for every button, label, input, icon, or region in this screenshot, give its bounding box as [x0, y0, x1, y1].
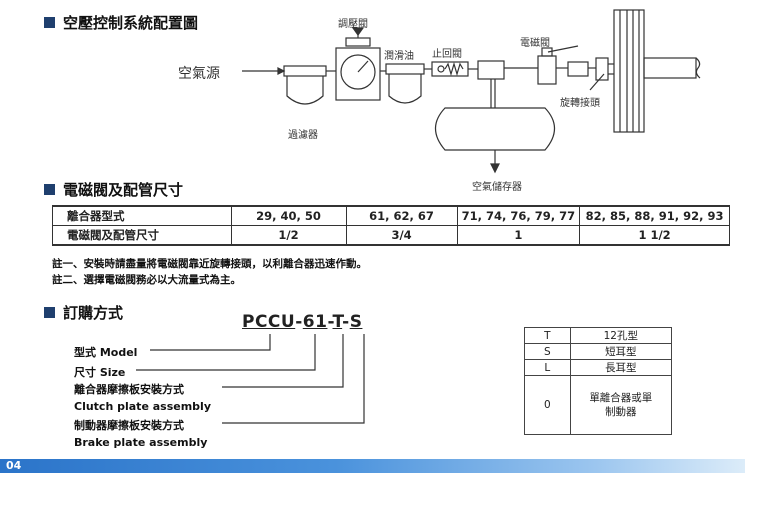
lubricator-label: 潤滑油	[384, 51, 414, 62]
order-label-size: 尺寸 Size	[74, 366, 126, 379]
order-label-brake-en: Brake plate assembly	[74, 436, 208, 449]
table-cell: 長耳型	[569, 359, 673, 376]
table-cell: 1/2	[230, 225, 347, 246]
section-title-order-text: 訂購方式	[63, 304, 124, 322]
regulator-pointer	[351, 27, 365, 37]
regulator-label: 調壓閥	[338, 19, 368, 30]
code-part-clutch: T	[332, 312, 343, 332]
pneumatic-system-diagram	[242, 9, 701, 174]
table-cell: 82, 85, 88, 91, 92, 93	[579, 205, 730, 226]
table-row: 離合器型式 29, 40, 50 61, 62, 67 71, 74, 76, …	[52, 205, 730, 226]
table-cell: 71, 74, 76, 79, 77	[456, 205, 581, 226]
table-row: T 12孔型	[524, 327, 673, 344]
table-cell: 1 1/2	[579, 225, 730, 246]
valve-spec-table: 離合器型式 29, 40, 50 61, 62, 67 71, 74, 76, …	[52, 205, 730, 246]
order-label-clutch-en: Clutch plate assembly	[74, 400, 211, 413]
order-label-clutch-zh: 離合器摩擦板安裝方式	[74, 383, 184, 396]
table-cell: 電磁閥及配管尺寸	[52, 225, 232, 246]
pressure-gauge	[340, 54, 376, 90]
note-2: 註二、選擇電磁閥務必以大流量式為主。	[52, 274, 241, 286]
air-tank	[434, 107, 556, 151]
order-label-model: 型式 Model	[74, 346, 138, 359]
drain-arrowhead	[490, 163, 500, 174]
table-cell: 0	[524, 375, 571, 435]
code-separator: -	[327, 312, 333, 332]
table-row: 電磁閥及配管尺寸 1/2 3/4 1 1 1/2	[52, 225, 730, 246]
order-code: PCCU-61-T-S	[242, 312, 362, 332]
table-cell: 61, 62, 67	[345, 205, 458, 226]
regulator-body	[335, 47, 381, 101]
filter-label: 過濾器	[288, 130, 318, 141]
filter-bowl	[286, 76, 324, 105]
solenoid-valve-label: 電磁閥	[520, 38, 550, 49]
table-row: S 短耳型	[524, 343, 673, 360]
section-title-order: 訂購方式	[44, 302, 123, 323]
air-source-label: 空氣源	[178, 66, 220, 82]
bullet-square-icon	[44, 184, 55, 195]
order-label-brake-zh: 制動器摩擦板安裝方式	[74, 419, 184, 432]
option-table: T 12孔型 S 短耳型 L 長耳型 0 單離合器或單制動器	[524, 327, 673, 435]
shaft	[643, 57, 697, 79]
table-row: 0 單離合器或單制動器	[524, 375, 673, 435]
leader-line-size	[136, 334, 316, 371]
table-cell: 單離合器或單制動器	[569, 375, 673, 435]
shaft-break	[695, 57, 701, 79]
air-source-arrowhead	[277, 67, 286, 75]
code-separator: -	[295, 312, 303, 332]
bullet-square-icon	[44, 307, 55, 318]
leader-line-model	[150, 334, 271, 351]
table-cell: T	[524, 327, 571, 344]
code-part-brake: S	[349, 312, 363, 332]
lubricator-bowl	[388, 74, 422, 104]
table-cell: 短耳型	[569, 343, 673, 360]
section-title-valve: 電磁閥及配管尺寸	[44, 179, 183, 200]
table-cell: 3/4	[345, 225, 458, 246]
section-title-system-text: 空壓控制系統配置圖	[63, 14, 199, 32]
table-cell: S	[524, 343, 571, 360]
section-title-system: 空壓控制系統配置圖	[44, 12, 198, 33]
air-tank-label: 空氣儲存器	[472, 182, 522, 193]
rotary-joint	[567, 61, 589, 77]
leader-line-clutch	[222, 334, 344, 388]
page-number: 04	[6, 459, 22, 472]
code-part-model: PCCU	[242, 312, 296, 332]
section-title-valve-text: 電磁閥及配管尺寸	[63, 181, 184, 199]
leader-line-brake	[222, 334, 365, 424]
note-1: 註一、安裝時請盡量將電磁閥靠近旋轉接頭，以利離合器迅速作動。	[52, 258, 367, 270]
check-valve-label: 止回閥	[432, 49, 462, 60]
code-part-size: 61	[302, 312, 328, 332]
rotary-joint-label: 旋轉接頭	[560, 98, 600, 109]
footer-bar: 04	[0, 459, 745, 473]
bullet-square-icon	[44, 17, 55, 28]
table-row: L 長耳型	[524, 359, 673, 376]
table-cell: 12孔型	[569, 327, 673, 344]
code-separator: -	[342, 312, 350, 332]
table-cell: L	[524, 359, 571, 376]
